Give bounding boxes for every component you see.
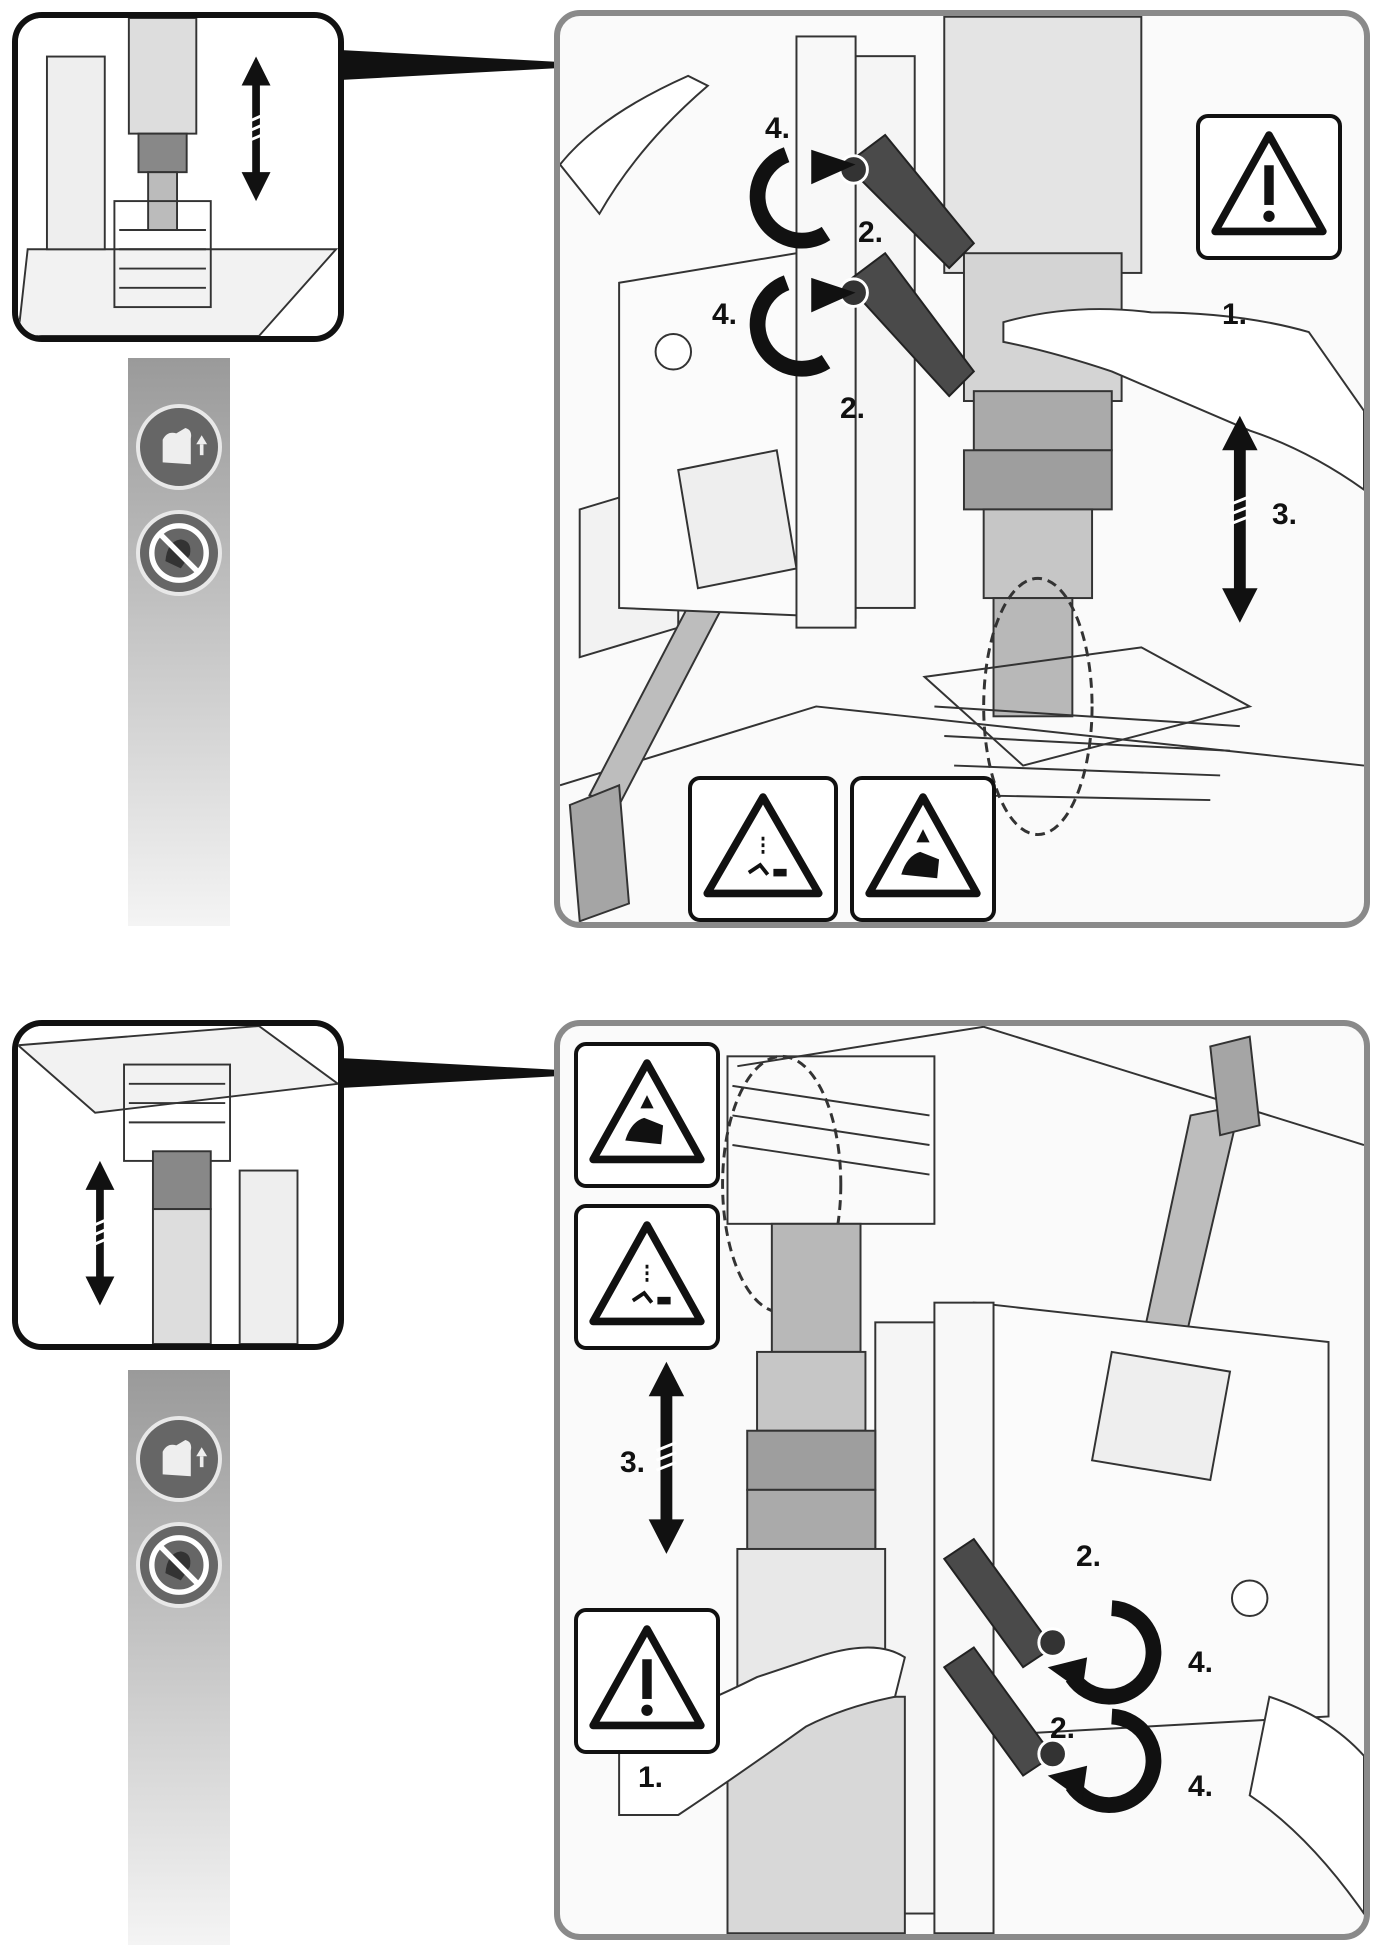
top-inset-detail	[12, 12, 344, 342]
drill-detail-illustration	[18, 1026, 338, 1344]
bottom-inset-detail	[12, 1020, 344, 1350]
rotate-arrow-icon	[749, 147, 856, 249]
rotate-arrow-icon	[1047, 1600, 1162, 1705]
drill-adjust-illustration	[560, 16, 1364, 922]
step-2-label: 2.	[1076, 1540, 1102, 1573]
step-3-label: 3.	[620, 1446, 646, 1479]
step-3-label: 3.	[1272, 498, 1298, 531]
flying-chips-warning-icon	[688, 776, 838, 922]
flying-chips-warning-icon	[574, 1204, 720, 1350]
exclamation-warning-icon	[1196, 114, 1342, 260]
lever-upper	[942, 1537, 1068, 1669]
bottom-sidebar	[128, 1370, 230, 1945]
up-down-arrow-icon	[85, 1160, 115, 1306]
top-sidebar	[128, 358, 230, 926]
step-4-label: 4.	[1188, 1646, 1214, 1679]
no-gloves-icon	[136, 1522, 222, 1608]
step-4-label: 4.	[765, 112, 791, 145]
step-2-label: 2.	[858, 216, 884, 249]
up-down-arrow-icon	[241, 56, 271, 202]
lever-lower	[942, 1646, 1068, 1777]
drill-detail-illustration	[18, 18, 338, 336]
step-1-label: 1.	[638, 1761, 664, 1794]
no-gloves-icon	[136, 510, 222, 596]
bottom-main-panel: 1. 2. 2. 3. 4. 4.	[554, 1020, 1370, 1940]
rotate-arrow-icon	[1047, 1708, 1162, 1813]
callout-pointer	[340, 1058, 560, 1088]
lift-hand-icon	[136, 1416, 222, 1502]
drill-adjust-illustration	[618, 1026, 1364, 1934]
rotate-arrow-icon	[749, 275, 856, 377]
exclamation-warning-icon	[574, 1608, 720, 1754]
lift-hand-icon	[136, 404, 222, 490]
up-down-arrow-icon	[648, 1361, 685, 1554]
step-4-label: 4.	[1188, 1770, 1214, 1803]
up-down-arrow-icon	[1222, 415, 1258, 623]
hand-crush-warning-icon	[574, 1042, 720, 1188]
callout-pointer	[340, 50, 560, 80]
hand-crush-warning-icon	[850, 776, 996, 922]
top-main-panel: 1. 2. 2. 3. 4. 4.	[554, 10, 1370, 928]
step-2-label: 2.	[840, 392, 866, 425]
step-1-label: 1.	[1222, 298, 1248, 331]
step-2-label: 2.	[1050, 1712, 1076, 1745]
step-4-label: 4.	[712, 298, 738, 331]
